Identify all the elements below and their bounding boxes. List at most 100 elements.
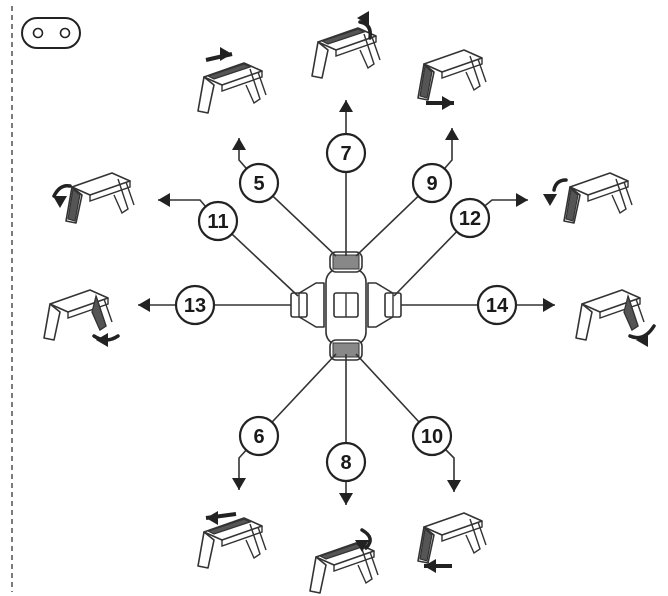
button-10[interactable]: 10	[411, 415, 453, 457]
seat-front-frame	[113, 178, 129, 215]
highlight-backrest	[67, 187, 81, 222]
button-5[interactable]: 5	[238, 162, 280, 204]
seat-backrest	[309, 556, 327, 594]
motion-arrow-5	[205, 47, 233, 62]
seat-cushion	[423, 512, 483, 536]
button-13[interactable]: 13	[174, 284, 216, 326]
callout-7	[339, 100, 353, 256]
seat-front-frame	[611, 178, 627, 215]
arrowhead-icon	[355, 540, 369, 552]
highlight-cushion	[206, 63, 252, 80]
seat-cushion-edge	[333, 551, 375, 572]
seat-icon-9	[417, 49, 487, 101]
highlight-backrest	[419, 527, 433, 562]
button-label: 11	[207, 211, 228, 233]
motion-arrow-10	[424, 559, 452, 573]
button-11[interactable]: 11	[197, 200, 239, 242]
arrowhead-icon	[339, 100, 353, 112]
button-9[interactable]: 9	[411, 162, 453, 204]
highlight-cushion	[206, 518, 252, 535]
button-6[interactable]: 6	[238, 415, 280, 457]
highlight-front	[91, 293, 107, 331]
seat-backrest	[197, 531, 215, 569]
seat-cushion-edge	[587, 181, 629, 202]
motion-arrow-13	[92, 333, 120, 347]
button-label: 6	[253, 426, 264, 448]
seat-backrest	[43, 303, 61, 341]
seat-front-frame	[357, 548, 373, 585]
seat-front-frame	[623, 181, 633, 206]
seat-cushion	[569, 172, 629, 196]
seat-backrest	[575, 303, 593, 341]
arrowhead-icon	[636, 333, 648, 347]
arrowhead-icon	[158, 193, 170, 207]
button-label: 5	[253, 173, 264, 195]
button-label: 9	[426, 173, 437, 195]
arrowhead-icon	[53, 196, 67, 208]
arrowhead-icon	[442, 96, 454, 110]
seat-cushion-edge	[67, 298, 109, 319]
seat-front-frame	[465, 55, 481, 92]
button-12[interactable]: 12	[449, 197, 491, 239]
arrowhead-icon	[232, 478, 246, 490]
seat-front-frame	[125, 181, 135, 206]
seat-icon-5	[197, 62, 267, 114]
motion-arrow-11	[52, 183, 72, 208]
seat-position-icons	[43, 11, 656, 594]
seat-front-frame	[635, 298, 645, 323]
arrowhead-icon	[447, 480, 461, 492]
highlight-backrest	[419, 64, 433, 99]
motion-arrow-8	[355, 528, 372, 552]
seat-cushion-edge	[599, 298, 641, 319]
curved-arrow-shaft	[360, 528, 372, 550]
seat-icon-6	[197, 517, 267, 569]
seat-front-frame	[103, 298, 113, 323]
seat-front-frame	[359, 33, 375, 70]
seat-control-switch	[290, 251, 402, 361]
highlight-front	[623, 293, 639, 331]
arrowhead-icon	[138, 298, 150, 312]
button-label: 8	[340, 452, 351, 474]
button-8[interactable]: 8	[325, 441, 367, 483]
arrowhead-icon	[357, 11, 369, 25]
button-label: 12	[459, 208, 481, 230]
seat-front-frame	[477, 521, 487, 546]
seat-front-frame	[257, 526, 267, 551]
seat-icon-10	[417, 512, 487, 564]
highlight-backrest	[565, 187, 579, 222]
seat-icon-11	[65, 172, 135, 224]
seat-cushion	[423, 49, 483, 73]
seat-cushion-edge	[221, 526, 263, 547]
arrowhead-icon	[232, 138, 246, 150]
motion-arrow-12	[543, 178, 568, 206]
seat-icon-8	[309, 542, 379, 594]
button-label: 7	[340, 143, 351, 165]
key-fob-icon	[21, 17, 81, 49]
arrowhead-icon	[339, 493, 353, 505]
seat-front-frame	[245, 68, 261, 105]
seat-front-frame	[465, 518, 481, 555]
seat-backrest	[197, 76, 215, 114]
arrowhead-icon	[543, 298, 555, 312]
seat-cushion-edge	[441, 521, 483, 542]
seat-front-frame	[477, 58, 487, 83]
button-7[interactable]: 7	[325, 132, 367, 174]
seat-front-frame	[257, 71, 267, 96]
arrowhead-icon	[445, 128, 459, 140]
seat-cushion-edge	[221, 71, 263, 92]
seat-icon-7	[311, 27, 381, 79]
seat-front-frame	[371, 36, 381, 61]
motion-arrow-14	[628, 324, 656, 347]
curved-arrow-shaft	[52, 183, 72, 198]
arrowhead-icon	[220, 47, 232, 61]
arrowhead-icon	[543, 194, 557, 206]
arrowhead-icon	[206, 511, 218, 525]
seat-cushion-edge	[335, 36, 377, 57]
highlight-cushion	[320, 28, 366, 45]
button-label: 14	[486, 295, 509, 317]
curved-arrow-shaft	[552, 178, 568, 192]
seat-backrest	[311, 41, 329, 79]
motion-arrow-6	[205, 511, 237, 525]
button-14[interactable]: 14	[476, 284, 518, 326]
